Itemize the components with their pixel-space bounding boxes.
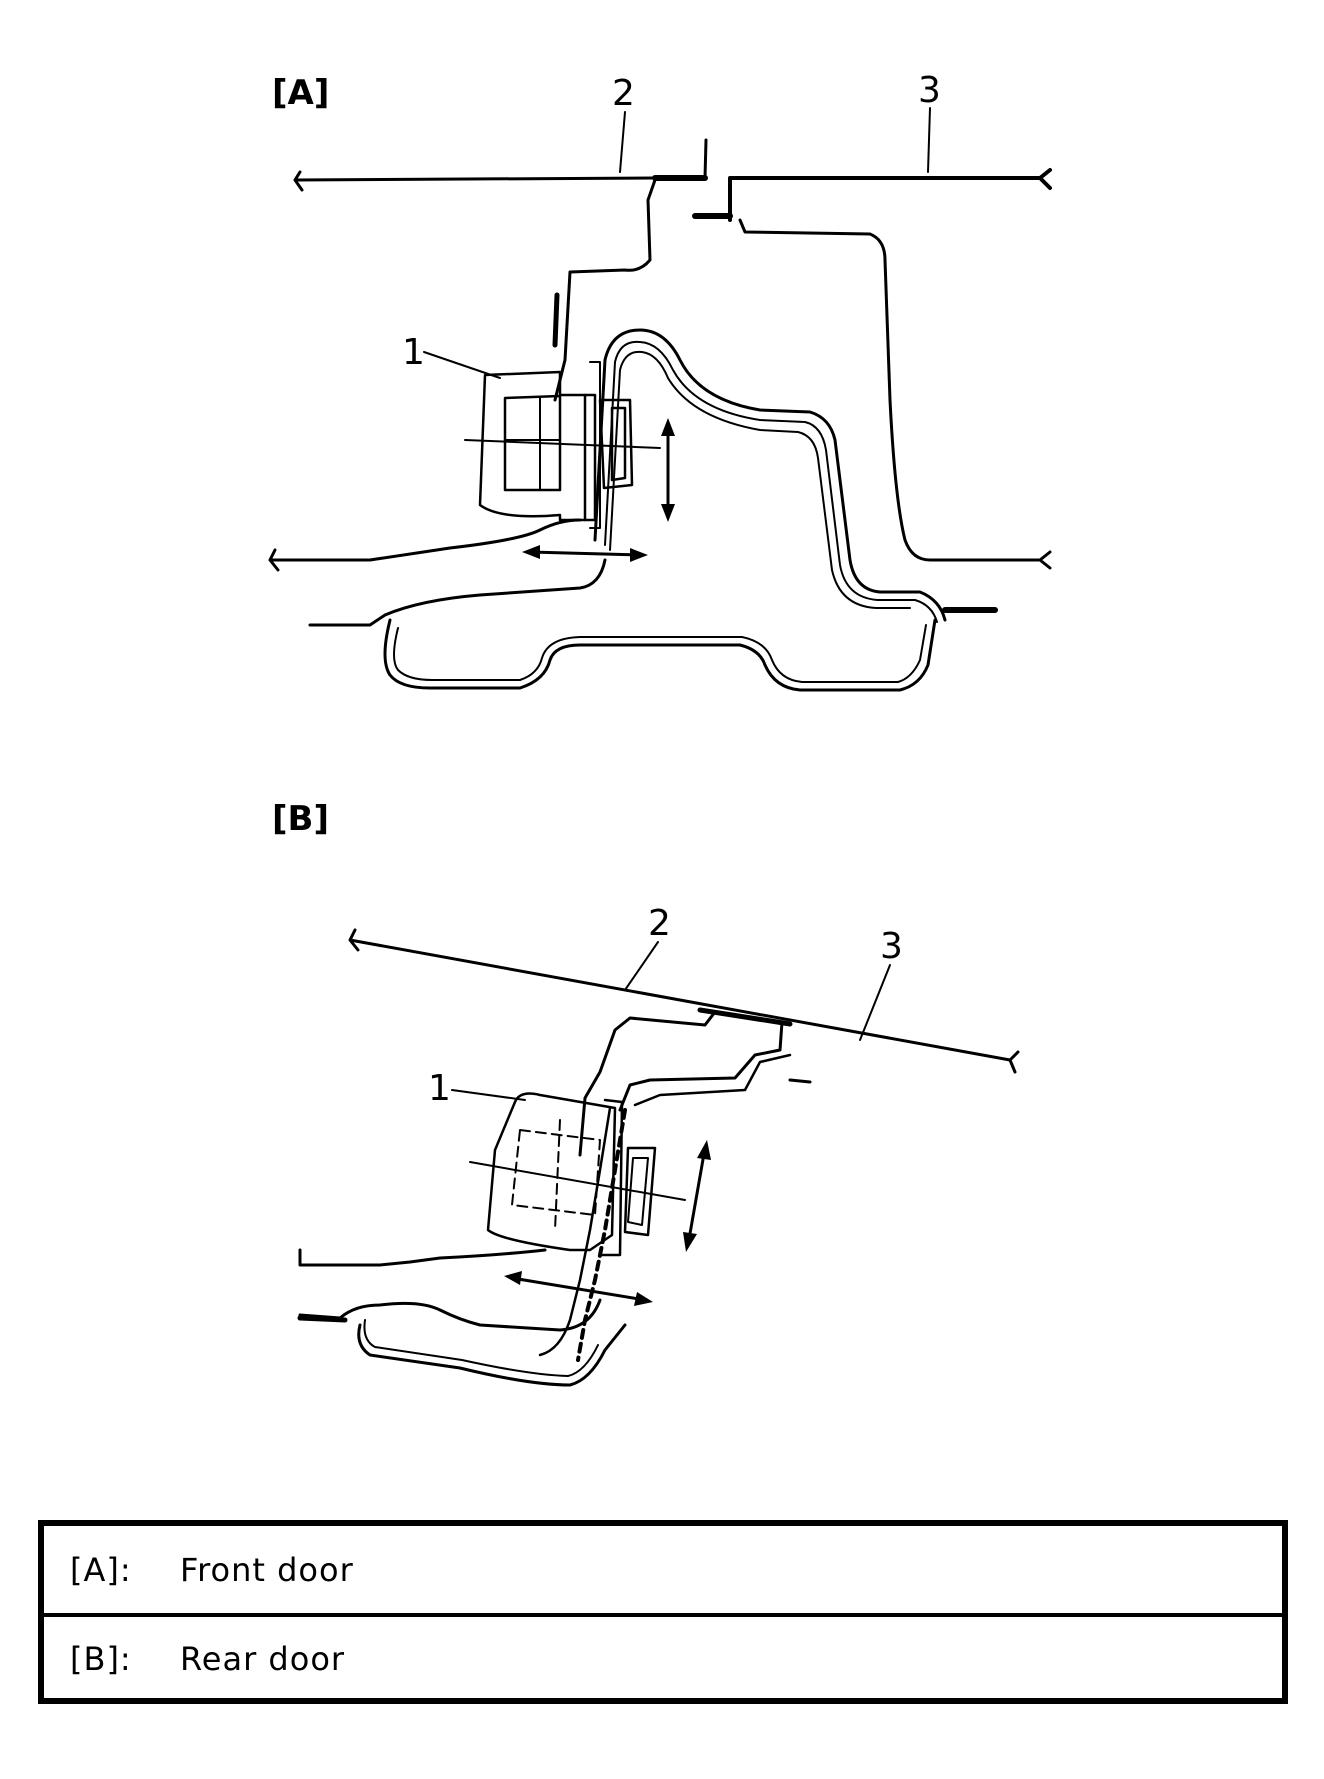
leader-a-3	[927, 107, 931, 173]
adjust-arrow-vertical	[661, 418, 675, 522]
adjust-arrow-horizontal	[522, 545, 648, 562]
adjust-arrow-vertical-b	[683, 1140, 711, 1252]
rocker-panel-b	[357, 1323, 627, 1387]
legend-row-front-door: [A]: Front door	[44, 1526, 1282, 1613]
legend-value: Front door	[180, 1550, 354, 1589]
section-b-label: [B]	[272, 799, 329, 839]
panel-line-2-3	[348, 928, 1020, 1074]
hinge-bracket	[598, 398, 634, 490]
hinge-bracket-b	[623, 1146, 657, 1237]
section-b-drawing: [B]	[272, 799, 1020, 1387]
panel-line-2	[293, 170, 657, 192]
pillar-weld	[552, 292, 560, 348]
door-outer-skin	[738, 218, 1052, 570]
door-bottom-left	[308, 558, 607, 627]
rocker-panel-inner	[393, 624, 927, 683]
door-inner-panel-inner	[604, 340, 938, 623]
pillar-outer	[553, 178, 657, 402]
leader-b-1	[451, 1089, 526, 1101]
leader-b-2	[624, 941, 659, 991]
door-seal-b	[576, 1108, 627, 1362]
leader-b-3	[859, 964, 891, 1041]
door-flange-b	[788, 1078, 812, 1084]
rocker-panel-b-inner	[363, 1319, 599, 1377]
leader-a-2	[619, 111, 626, 173]
hinge-part-1-b	[486, 1092, 624, 1257]
hinge-pin-line-b	[469, 1161, 686, 1201]
adjust-arrow-horizontal-b	[504, 1271, 653, 1306]
legend-table: [A]: Front door [B]: Rear door	[38, 1520, 1288, 1704]
hinge-pin-line	[464, 439, 661, 449]
callout-a-3: 3	[918, 70, 941, 111]
legend-value: Rear door	[180, 1639, 346, 1678]
door-inner-panel-liner	[609, 350, 911, 609]
leader-a-1	[423, 351, 501, 379]
legend-row-rear-door: [B]: Rear door	[44, 1613, 1282, 1700]
door-outer-b	[618, 1020, 784, 1112]
legend-key: [A]:	[70, 1550, 132, 1589]
sill-line-left-b	[298, 1248, 547, 1267]
door-inner-edge-b	[538, 1106, 612, 1357]
door-inner-panel	[593, 328, 947, 622]
rocker-panel	[383, 618, 937, 692]
callout-b-3: 3	[880, 926, 903, 967]
panel-flange-2	[703, 138, 708, 180]
legend-key: [B]:	[70, 1639, 132, 1678]
section-a-drawing: [A]	[268, 70, 1052, 692]
hinge-diagram: [A]	[268, 70, 1052, 1387]
callout-a-1: 1	[402, 332, 425, 373]
rocker-flange-b	[297, 1315, 348, 1323]
sill-line-left	[268, 518, 582, 572]
section-a-label: [A]	[272, 73, 329, 113]
callout-b-2: 2	[648, 903, 671, 944]
door-outer-b-inner	[633, 1053, 792, 1107]
pillar-outer-b	[578, 1010, 717, 1157]
door-bottom-b	[298, 1298, 602, 1332]
panel-line-3	[728, 168, 1052, 222]
callout-a-2: 2	[612, 73, 635, 114]
callout-b-1: 1	[428, 1068, 451, 1109]
